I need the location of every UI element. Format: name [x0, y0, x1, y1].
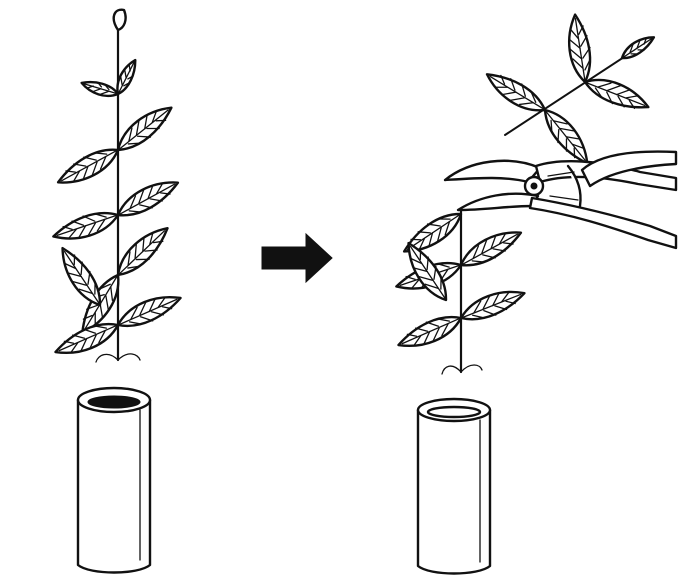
- plant-before-pruning: [50, 10, 184, 362]
- pot-before-pruning: [78, 388, 150, 573]
- cut-branch: [482, 14, 657, 171]
- plant-after-pruning: [393, 207, 528, 374]
- right-arrow-icon: [262, 234, 332, 282]
- pruning-shears-icon: [445, 152, 676, 248]
- pot-after-pruning: [418, 399, 490, 574]
